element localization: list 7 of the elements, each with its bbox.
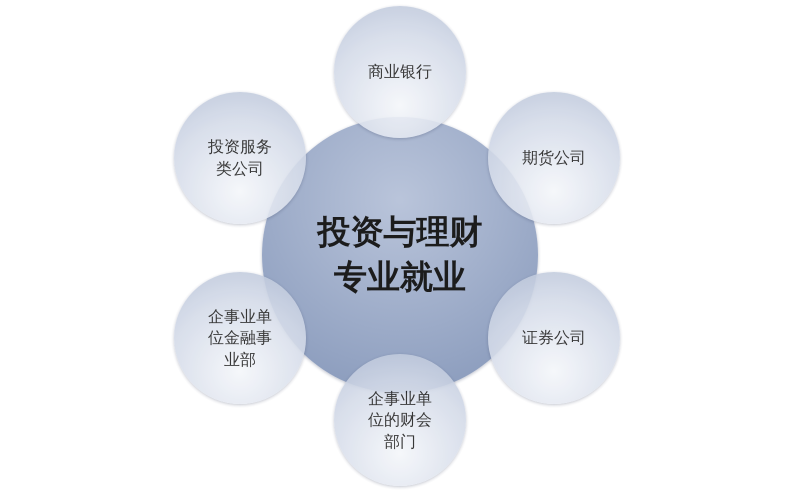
node-label: 商业银行: [366, 61, 433, 83]
node-label: 企事业单位金融事业部: [206, 306, 273, 370]
node-label: 投资与理财专业就业: [316, 211, 484, 298]
node-label: 投资服务类公司: [206, 136, 273, 180]
node-label: 企事业单位的财会部门: [366, 388, 433, 452]
node-label: 期货公司: [520, 147, 587, 169]
node-label: 证券公司: [520, 327, 587, 349]
